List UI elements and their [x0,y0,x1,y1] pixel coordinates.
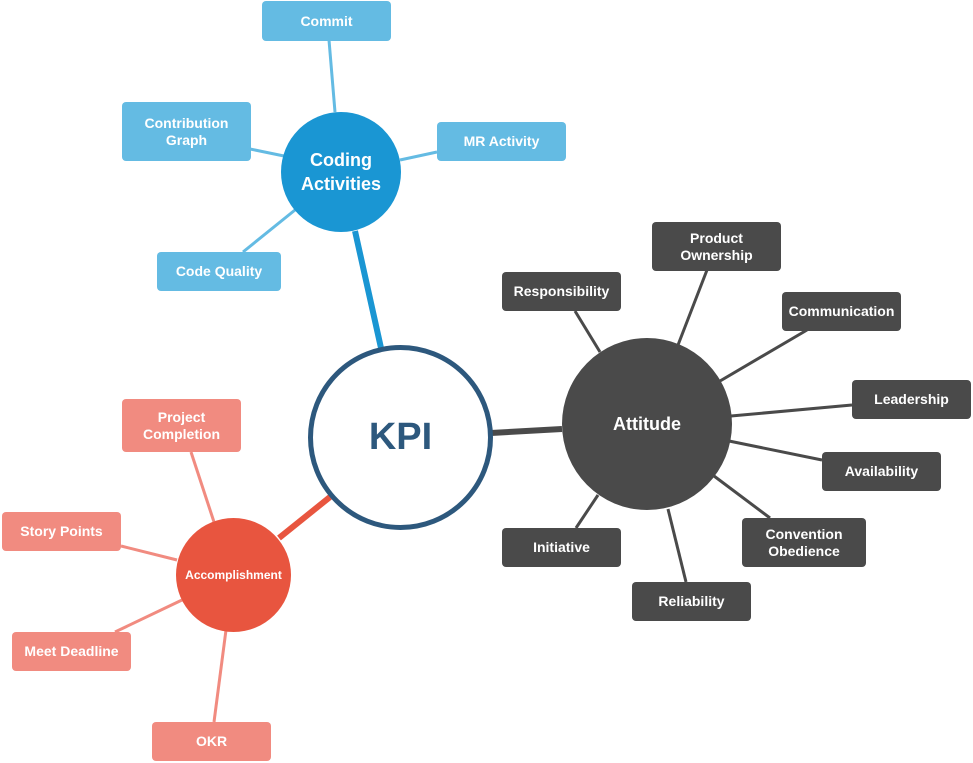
link-coding-mr [399,150,438,162]
link-kpi-accomplishment [277,494,332,541]
availability-node[interactable]: Availability [822,452,941,491]
link-attitude-convention [713,474,771,520]
commit-node[interactable]: Commit [262,1,391,41]
product-ownership-node[interactable]: Product Ownership [652,222,781,271]
link-kpi-coding [352,230,384,349]
convention-obedience-node[interactable]: Convention Obedience [742,518,866,567]
link-attitude-reliability [666,508,688,583]
link-accomplishment-okr [212,629,228,723]
mr-activity-node[interactable]: MR Activity [437,122,566,161]
meet-deadline-node[interactable]: Meet Deadline [12,632,131,671]
link-attitude-ownership [676,269,709,346]
code-quality-node[interactable]: Code Quality [157,252,281,291]
attitude-node[interactable]: Attitude [562,338,732,510]
link-coding-commit [327,39,337,113]
responsibility-node[interactable]: Responsibility [502,272,621,311]
contribution-graph-node[interactable]: Contribution Graph [122,102,251,161]
link-accomplishment-story [120,544,178,562]
story-points-node[interactable]: Story Points [2,512,121,551]
link-coding-contribution [249,147,285,158]
link-attitude-responsibility [573,310,602,353]
kpi-center-node[interactable]: KPI [308,345,493,530]
link-kpi-attitude [490,426,563,436]
link-attitude-availability [728,439,823,462]
accomplishment-node[interactable]: Accomplishment [176,518,291,632]
project-completion-node[interactable]: Project Completion [122,399,241,452]
communication-node[interactable]: Communication [782,292,901,331]
link-accomplishment-project [189,451,216,523]
okr-node[interactable]: OKR [152,722,271,761]
leadership-node[interactable]: Leadership [852,380,971,419]
link-attitude-initiative [574,494,600,529]
reliability-node[interactable]: Reliability [632,582,751,621]
link-coding-quality [242,208,296,254]
link-attitude-communication [719,328,808,383]
coding-activities-node[interactable]: Coding Activities [281,112,401,232]
link-attitude-leadership [730,403,853,418]
link-accomplishment-deadline [114,598,183,634]
initiative-node[interactable]: Initiative [502,528,621,567]
